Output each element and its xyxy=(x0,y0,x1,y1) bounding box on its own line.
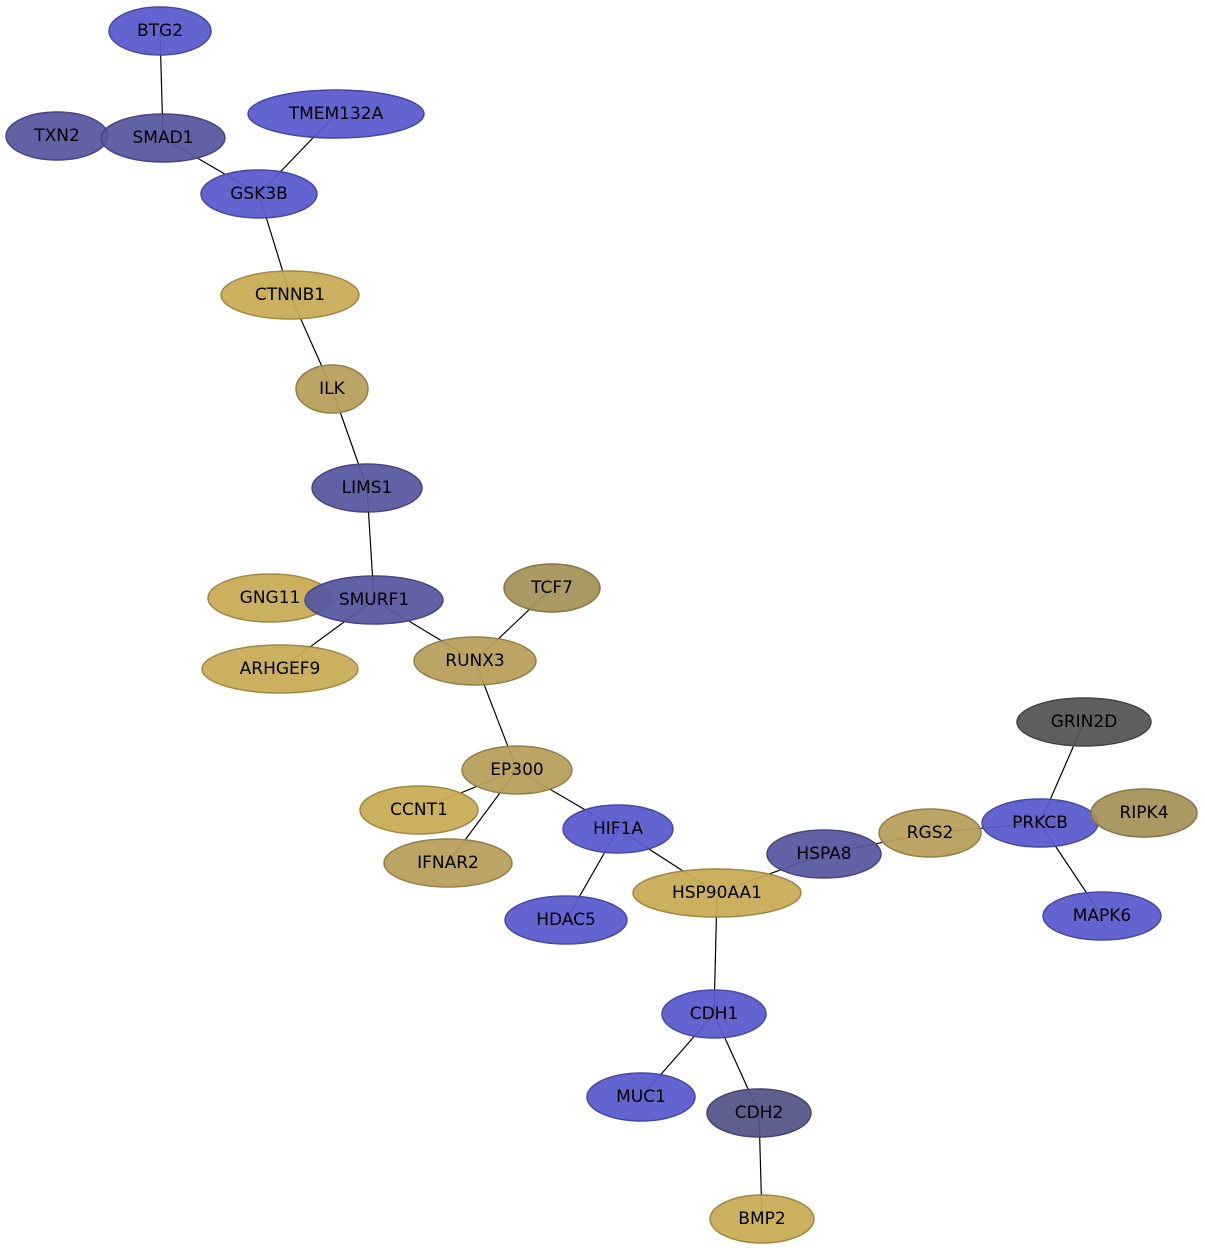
node-ellipse xyxy=(200,169,318,219)
node-ifnar2[interactable]: IFNAR2 xyxy=(383,838,513,888)
node-label: RIPK4 xyxy=(1119,803,1168,823)
node-label: RUNX3 xyxy=(445,651,504,671)
node-ellipse xyxy=(100,113,226,163)
node-ctnnb1[interactable]: CTNNB1 xyxy=(220,270,360,320)
node-ellipse xyxy=(504,895,628,945)
node-ellipse xyxy=(413,636,537,686)
node-ellipse xyxy=(1090,788,1198,838)
node-ellipse xyxy=(383,838,513,888)
node-ccnt1[interactable]: CCNT1 xyxy=(359,785,479,835)
node-label: PRKCB xyxy=(1012,813,1068,833)
node-smad1[interactable]: SMAD1 xyxy=(100,113,226,163)
node-label: CDH2 xyxy=(735,1103,784,1123)
node-label: HDAC5 xyxy=(536,910,596,930)
node-label: MAPK6 xyxy=(1073,906,1132,926)
node-label: IFNAR2 xyxy=(417,853,479,873)
node-label: HIF1A xyxy=(593,819,643,839)
node-rgs2[interactable]: RGS2 xyxy=(878,808,982,858)
node-label: ARHGEF9 xyxy=(240,659,321,679)
node-hif1a[interactable]: HIF1A xyxy=(562,804,674,854)
node-tcf7[interactable]: TCF7 xyxy=(503,563,601,613)
node-ellipse xyxy=(709,1194,815,1244)
node-ellipse xyxy=(878,808,982,858)
node-label: GNG11 xyxy=(240,588,301,608)
node-ellipse xyxy=(706,1088,812,1138)
node-prkcb[interactable]: PRKCB xyxy=(981,798,1099,848)
node-label: MUC1 xyxy=(616,1087,666,1107)
node-gsk3b[interactable]: GSK3B xyxy=(200,169,318,219)
node-label: RGS2 xyxy=(907,823,954,843)
node-label: TCF7 xyxy=(530,578,573,598)
node-label: HSP90AA1 xyxy=(672,883,762,903)
node-ellipse xyxy=(108,6,212,56)
node-ellipse xyxy=(311,463,423,513)
node-label: SMAD1 xyxy=(133,128,194,148)
node-ellipse xyxy=(766,829,882,879)
node-runx3[interactable]: RUNX3 xyxy=(413,636,537,686)
node-label: TMEM132A xyxy=(288,104,384,124)
node-ellipse xyxy=(503,563,601,613)
node-label: CCNT1 xyxy=(390,800,448,820)
node-label: SMURF1 xyxy=(339,590,409,610)
node-muc1[interactable]: MUC1 xyxy=(586,1072,696,1122)
node-label: BMP2 xyxy=(738,1209,785,1229)
node-ripk4[interactable]: RIPK4 xyxy=(1090,788,1198,838)
node-ellipse xyxy=(586,1072,696,1122)
node-ellipse xyxy=(247,89,425,139)
node-hdac5[interactable]: HDAC5 xyxy=(504,895,628,945)
node-lims1[interactable]: LIMS1 xyxy=(311,463,423,513)
node-ep300[interactable]: EP300 xyxy=(461,745,573,795)
node-btg2[interactable]: BTG2 xyxy=(108,6,212,56)
node-label: ILK xyxy=(319,379,345,399)
node-label: GSK3B xyxy=(230,184,288,204)
node-txn2[interactable]: TXN2 xyxy=(5,111,109,161)
node-ellipse xyxy=(661,989,767,1039)
node-label: CDH1 xyxy=(690,1004,739,1024)
node-cdh2[interactable]: CDH2 xyxy=(706,1088,812,1138)
node-ellipse xyxy=(562,804,674,854)
node-cdh1[interactable]: CDH1 xyxy=(661,989,767,1039)
node-ellipse xyxy=(220,270,360,320)
node-label: LIMS1 xyxy=(342,478,393,498)
node-tmem132a[interactable]: TMEM132A xyxy=(247,89,425,139)
node-gng11[interactable]: GNG11 xyxy=(207,573,333,623)
node-hspa8[interactable]: HSPA8 xyxy=(766,829,882,879)
node-hsp90aa1[interactable]: HSP90AA1 xyxy=(632,868,802,918)
node-label: EP300 xyxy=(490,760,543,780)
node-ellipse xyxy=(632,868,802,918)
node-smurf1[interactable]: SMURF1 xyxy=(304,575,444,625)
node-label: TXN2 xyxy=(33,126,80,146)
node-ellipse xyxy=(359,785,479,835)
node-ellipse xyxy=(201,644,359,694)
node-label: BTG2 xyxy=(137,21,183,41)
node-ellipse xyxy=(1016,697,1152,747)
node-mapk6[interactable]: MAPK6 xyxy=(1042,891,1162,941)
node-ellipse xyxy=(304,575,444,625)
node-ellipse xyxy=(461,745,573,795)
node-label: GRIN2D xyxy=(1051,712,1118,732)
node-grin2d[interactable]: GRIN2D xyxy=(1016,697,1152,747)
node-label: HSPA8 xyxy=(796,844,851,864)
node-label: CTNNB1 xyxy=(255,285,325,305)
node-ellipse xyxy=(295,364,369,414)
node-ilk[interactable]: ILK xyxy=(295,364,369,414)
node-bmp2[interactable]: BMP2 xyxy=(709,1194,815,1244)
node-ellipse xyxy=(1042,891,1162,941)
node-arhgef9[interactable]: ARHGEF9 xyxy=(201,644,359,694)
